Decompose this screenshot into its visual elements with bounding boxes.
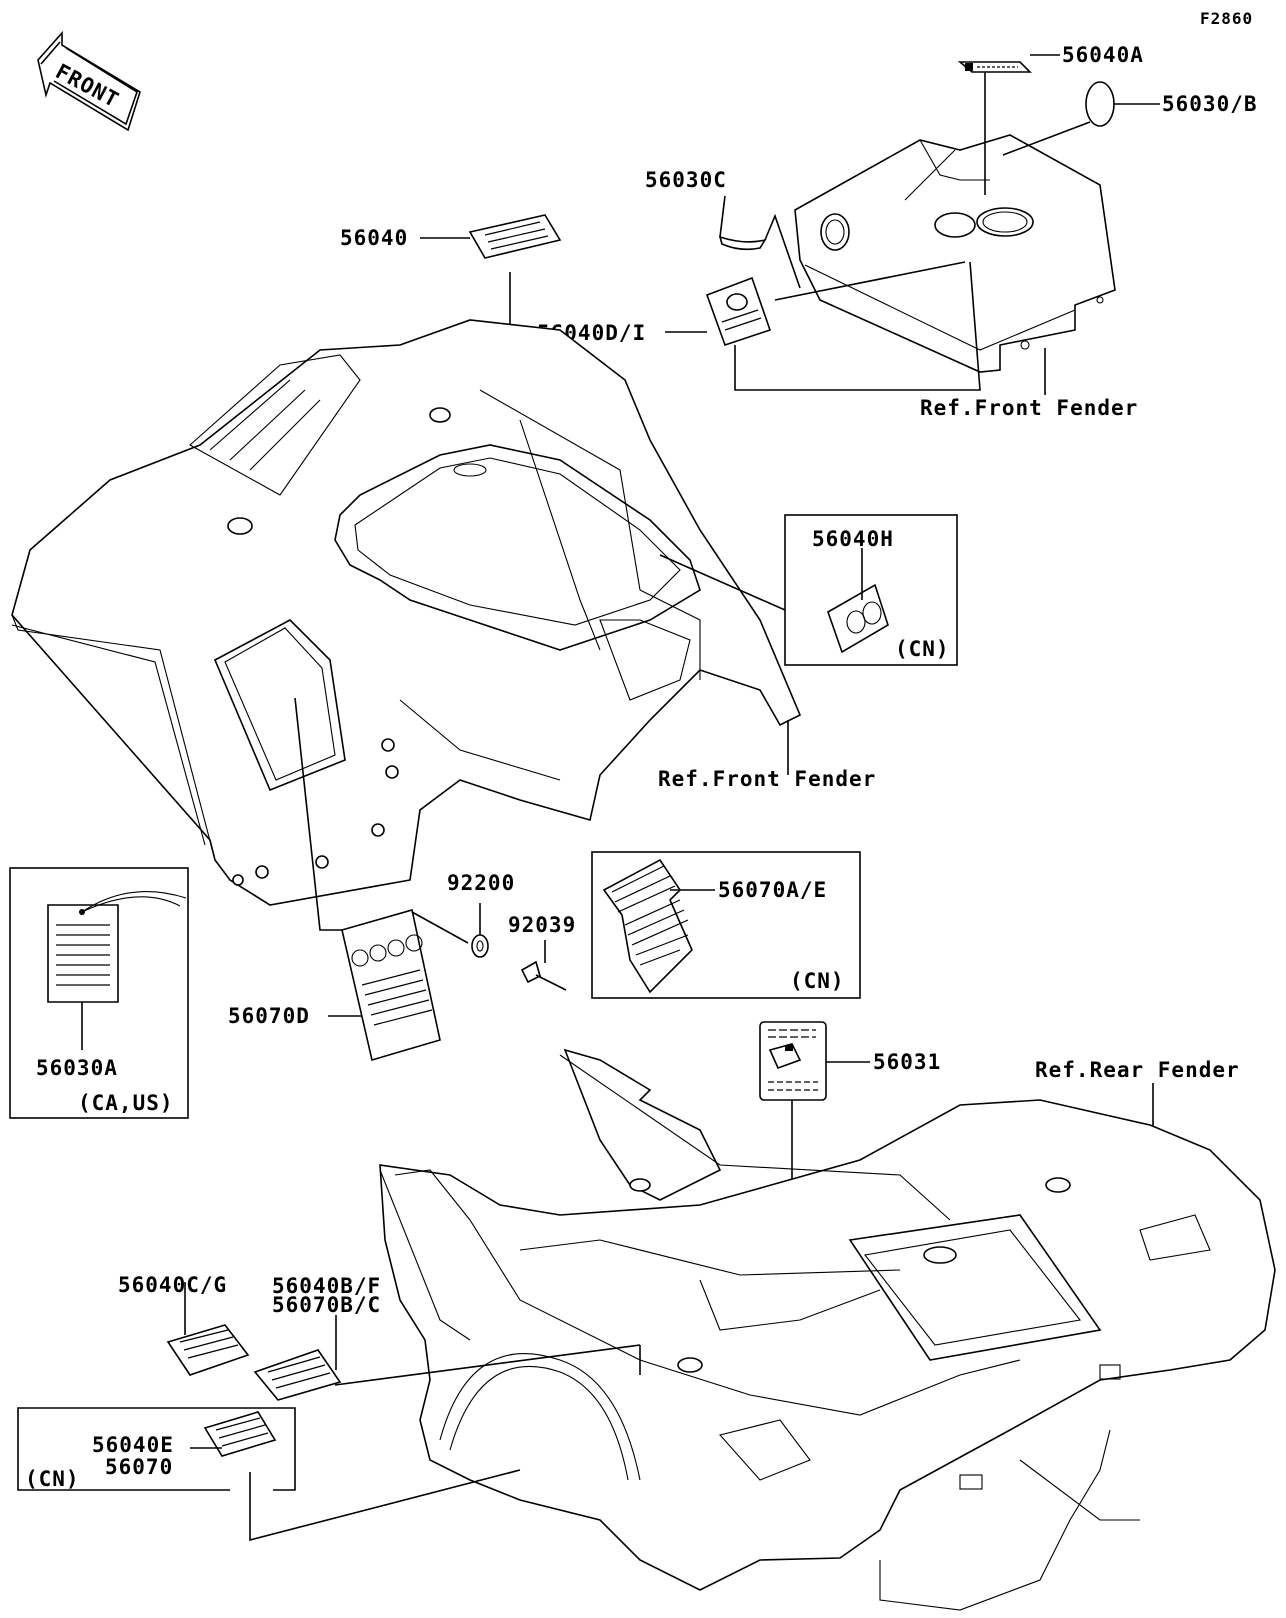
callout-56030C: 56030C <box>645 168 727 192</box>
callout-56070AE: 56070A/E <box>718 878 827 902</box>
cn-label-2: (CN) <box>790 969 845 993</box>
callout-56070: 56070 <box>105 1455 173 1479</box>
callout-56070BC: 56070B/C <box>272 1293 381 1317</box>
box-56070AE: 56070A/E (CN) <box>591 851 861 999</box>
ref-label-front-fender-1: Ref.Front Fender <box>920 396 1138 420</box>
ref-front-fender-1: Ref.Front Fender <box>920 348 1138 420</box>
decal-56030C: 56030C <box>645 168 801 289</box>
decal-56070D: 56070D <box>228 697 441 1062</box>
front-fender-main <box>11 319 802 906</box>
box-56040E: 56040E 56070 (CN) <box>17 1344 641 1542</box>
ref-front-fender-2: Ref.Front Fender <box>658 720 876 791</box>
decal-56031: 56031 <box>759 1021 941 1220</box>
callout-56040H: 56040H <box>812 527 894 551</box>
callout-56040BF: 56040B/F <box>272 1274 381 1298</box>
washer-92200: 92200 <box>411 871 515 958</box>
cn-label-1: (CN) <box>895 637 950 661</box>
ca-us-label: (CA,US) <box>78 1091 174 1115</box>
callout-92039: 92039 <box>508 913 576 937</box>
front-fender-upper <box>794 134 1116 373</box>
rivet-92039: 92039 <box>508 913 576 991</box>
callout-92200: 92200 <box>447 871 515 895</box>
ref-label-front-fender-2: Ref.Front Fender <box>658 767 876 791</box>
figure-code: F2860 <box>1200 9 1253 28</box>
callout-56070D: 56070D <box>228 1004 310 1028</box>
ref-label-rear-fender: Ref.Rear Fender <box>1035 1058 1240 1082</box>
decal-56040A: 56040A <box>957 43 1144 195</box>
box-56040H: 56040H (CN) <box>659 514 958 666</box>
front-label: FRONT <box>52 59 124 112</box>
decal-56030B: 56030/B <box>1002 81 1258 156</box>
decal-56040DI: 56040D/I <box>537 261 981 391</box>
cn-label-3: (CN) <box>25 1467 80 1491</box>
callout-56030B: 56030/B <box>1162 92 1258 116</box>
callout-56040E: 56040E <box>92 1433 174 1457</box>
callout-56031: 56031 <box>873 1050 941 1074</box>
decal-56040CG: 56040C/G <box>118 1273 250 1376</box>
decal-56040BF: 56040B/F 56070B/C <box>253 1274 381 1401</box>
box-56030A: 56030A (CA,US) <box>9 867 189 1119</box>
rear-fender <box>379 1048 1276 1611</box>
callout-56040A: 56040A <box>1062 43 1144 67</box>
callout-56040: 56040 <box>340 226 408 250</box>
callout-56030A: 56030A <box>36 1056 118 1080</box>
front-arrow-icon: FRONT <box>37 30 141 132</box>
ref-rear-fender: Ref.Rear Fender <box>1035 1058 1240 1128</box>
callout-56040CG: 56040C/G <box>118 1273 227 1297</box>
